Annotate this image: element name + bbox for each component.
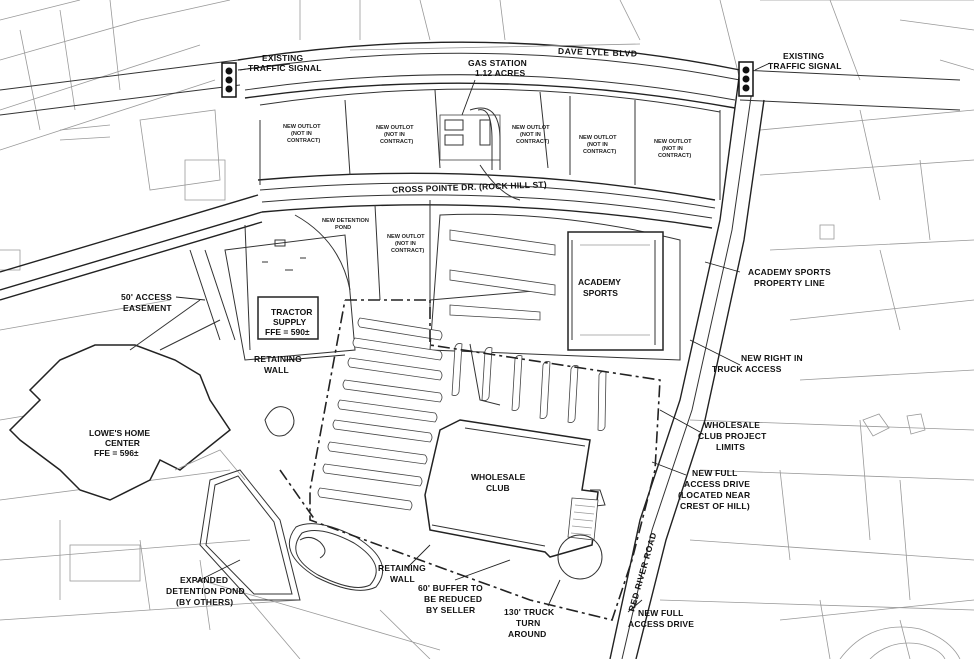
mid-parcels [189, 200, 546, 351]
outlot-3-l3: CONTRACT) [516, 139, 549, 145]
outlot-1-l1: NEW OUTLOT [283, 124, 321, 130]
tractor-supply-site [224, 234, 356, 437]
truck-turn-label-3: AROUND [508, 629, 547, 639]
lowes-label-1: LOWE'S HOME [89, 428, 150, 438]
project-limits-label-3: LIMITS [716, 442, 745, 452]
signal-right-label-2: TRAFFIC SIGNAL [768, 61, 842, 71]
project-limits-label-1: WHOLESALE [704, 420, 760, 430]
full-access-label-3: (LOCATED NEAR [678, 490, 750, 500]
signal-left-label-2: TRAFFIC SIGNAL [248, 63, 322, 73]
truck-access-label-1: NEW RIGHT IN [741, 353, 803, 363]
outlot-5-l3: CONTRACT) [658, 153, 691, 159]
full-access-b-label-1: NEW FULL [638, 608, 684, 618]
expanded-pond-label-1: EXPANDED [180, 575, 228, 585]
academy-site [429, 213, 681, 361]
outlot-2-l1: NEW OUTLOT [376, 125, 414, 131]
outlot-6-l3: CONTRACT) [391, 248, 424, 254]
detention-label-2: POND [335, 225, 351, 231]
full-access-label-4: CREST OF HILL) [680, 501, 750, 511]
outlot-4-l2: (NOT IN [587, 142, 608, 148]
outlot-row [259, 88, 721, 201]
full-access-label-2: ACCESS DRIVE [684, 479, 750, 489]
wholesale-label-1: WHOLESALE [471, 472, 526, 482]
expanded-detention-pond [199, 469, 384, 601]
gas-station-label-1: GAS STATION [468, 58, 527, 68]
buffer-label-2: BE REDUCED [424, 594, 482, 604]
expanded-pond-label-3: (BY OTHERS) [176, 597, 233, 607]
full-access-label-1: NEW FULL [692, 468, 738, 478]
expanded-pond-label-2: DETENTION POND [166, 586, 245, 596]
wholesale-parking [317, 317, 607, 511]
leader-lines [175, 62, 771, 613]
truck-turn-label-2: TURN [516, 618, 540, 628]
outlot-3-l2: (NOT IN [520, 132, 541, 138]
retaining-wall-b-label-2: WALL [390, 574, 415, 584]
red-river-road-label: RED RIVER ROAD [626, 531, 658, 613]
outlot-2-l2: (NOT IN [384, 132, 405, 138]
academy-label-1: ACADEMY [578, 277, 621, 287]
dave-lyle-blvd-label: DAVE LYLE BLVD [558, 46, 638, 59]
lowes-label-2: CENTER [105, 438, 140, 448]
tractor-label-1: TRACTOR [271, 307, 312, 317]
gas-station-label-2: 1.12 ACRES [475, 68, 525, 78]
lowes-label-3: FFE = 596± [94, 448, 139, 458]
access-easement-label-1: 50' ACCESS [121, 292, 172, 302]
detention-label-1: NEW DETENTION [322, 218, 369, 224]
retaining-wall-b-label-1: RETAINING [378, 563, 426, 573]
tractor-label-3: FFE = 590± [265, 327, 310, 337]
project-limits-label-2: CLUB PROJECT [698, 431, 767, 441]
traffic-signal-right [738, 61, 754, 97]
academy-label-2: SPORTS [583, 288, 618, 298]
truck-access-label-2: TRUCK ACCESS [712, 364, 782, 374]
buffer-label-3: BY SELLER [426, 605, 475, 615]
outlot-5-l1: NEW OUTLOT [654, 139, 692, 145]
outlot-4-l3: CONTRACT) [583, 149, 616, 155]
outlot-6-l2: (NOT IN [395, 241, 416, 247]
outlot-2-l3: CONTRACT) [380, 139, 413, 145]
lowes-site [8, 299, 246, 501]
cross-pointe-label: CROSS POINTE DR. (ROCK HILL ST) [392, 179, 547, 194]
wholesale-club-building [424, 419, 606, 580]
wholesale-label-2: CLUB [486, 483, 510, 493]
tractor-label-2: SUPPLY [273, 317, 307, 327]
truck-turn-label-1: 130' TRUCK [504, 607, 555, 617]
outlot-4-l1: NEW OUTLOT [579, 135, 617, 141]
outlot-5-l2: (NOT IN [662, 146, 683, 152]
signal-left-label-1: EXISTING [262, 53, 303, 63]
retaining-wall-label-2: WALL [264, 365, 289, 375]
outlot-1-l3: CONTRACT) [287, 138, 320, 144]
academy-line-label-2: PROPERTY LINE [754, 278, 825, 288]
traffic-signal-left [221, 62, 237, 98]
dave-lyle-blvd [0, 41, 961, 116]
project-limits [279, 299, 661, 621]
outlot-6-l1: NEW OUTLOT [387, 234, 425, 240]
signal-right-label-1: EXISTING [783, 51, 824, 61]
buffer-label-1: 60' BUFFER TO [418, 583, 483, 593]
access-easement-label-2: EASEMENT [123, 303, 172, 313]
outlot-1-l2: (NOT IN [291, 131, 312, 137]
full-access-b-label-2: ACCESS DRIVE [628, 619, 694, 629]
retaining-wall-label-1: RETAINING [254, 354, 302, 364]
academy-line-label-1: ACADEMY SPORTS [748, 267, 831, 277]
cross-pointe-dr [0, 172, 716, 301]
outlot-3-l1: NEW OUTLOT [512, 125, 550, 131]
